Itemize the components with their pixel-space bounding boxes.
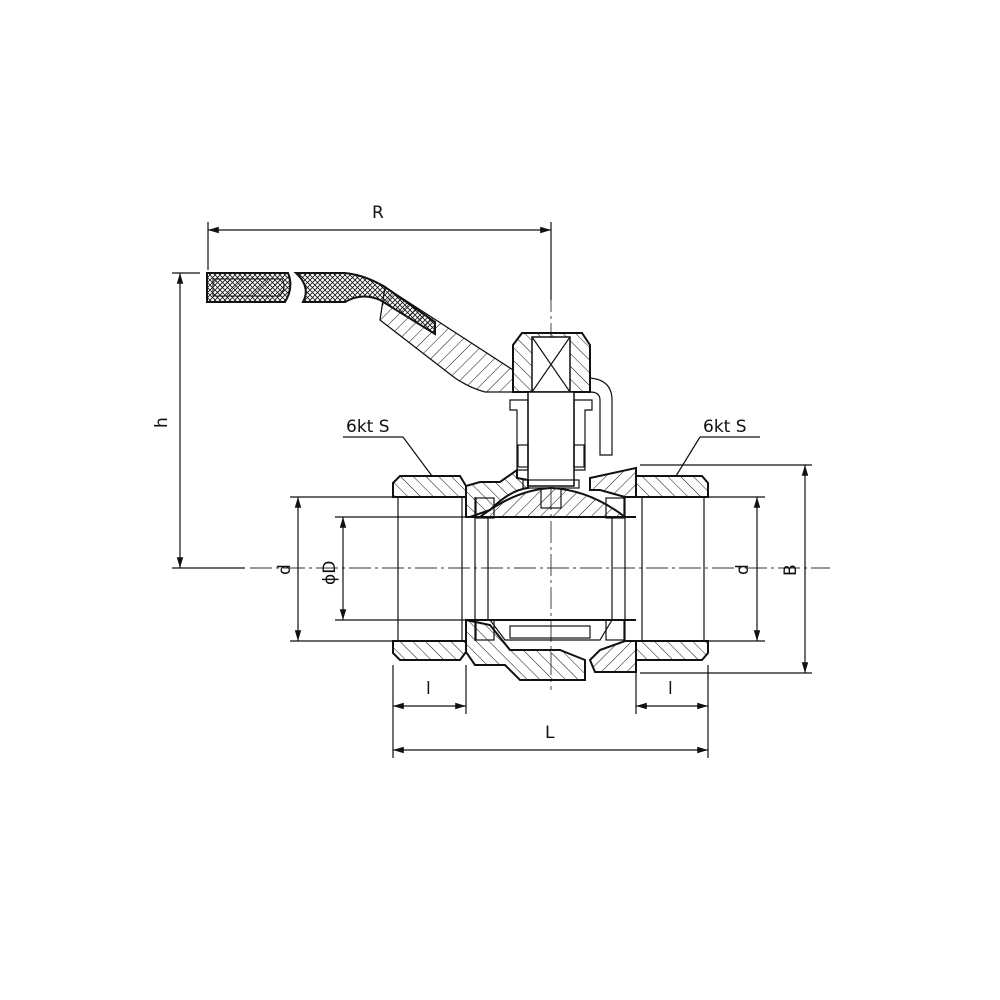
label-h: h: [152, 417, 172, 428]
dimension-d-left: d: [275, 496, 393, 642]
lever-handle: [206, 272, 514, 393]
label-R: R: [372, 203, 384, 223]
dimension-l-left: l: [392, 665, 467, 758]
label-hex-left: 6kt S: [346, 417, 390, 437]
dimension-hex-left: 6kt S: [343, 417, 433, 477]
label-hex-right: 6kt S: [703, 417, 747, 437]
dimension-B: B: [781, 465, 809, 673]
label-d-right: d: [733, 564, 753, 575]
dimension-d-right: d: [708, 496, 765, 642]
label-l-left: l: [426, 679, 431, 699]
stem-nut: [512, 332, 613, 456]
label-d-left: d: [275, 564, 295, 575]
dimension-l-right: l: [635, 665, 709, 758]
label-L: L: [545, 723, 555, 743]
dimension-L: L: [393, 723, 708, 754]
label-l-right: l: [668, 679, 673, 699]
dimension-bore: ϕD: [320, 516, 466, 621]
valve-stem: [509, 391, 593, 509]
dimension-hex-right: 6kt S: [640, 417, 812, 674]
dimension-h: h: [152, 272, 245, 569]
dimension-R: R: [207, 203, 552, 300]
label-B: B: [781, 564, 801, 576]
label-bore: ϕD: [320, 561, 340, 585]
valve-body: [392, 466, 709, 681]
